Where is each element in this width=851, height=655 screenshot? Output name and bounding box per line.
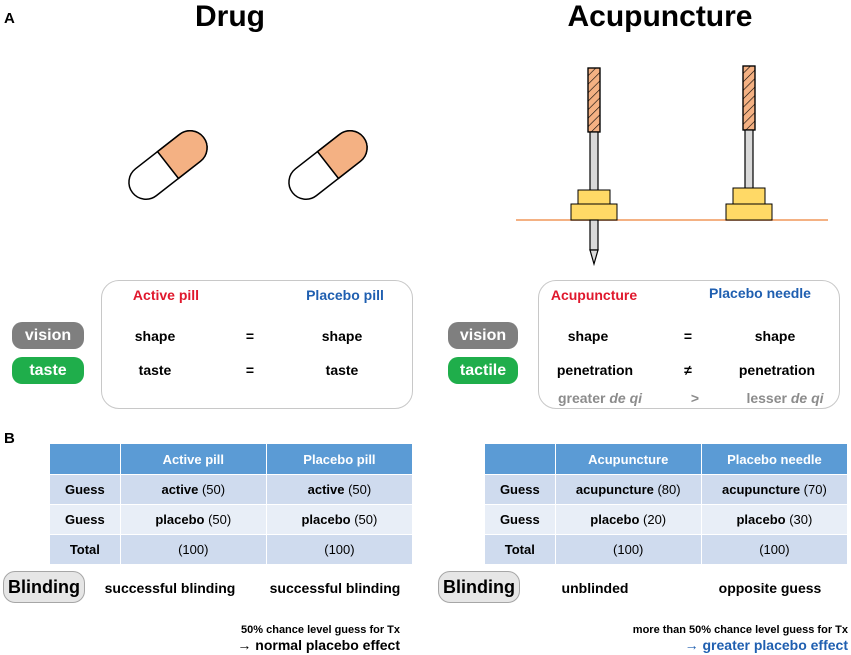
table-cell: (100) xyxy=(701,534,847,564)
drug-comparison-box xyxy=(101,280,413,409)
table-cell: (100) xyxy=(120,534,267,564)
table-cell: (100) xyxy=(266,534,412,564)
table-row: Guess active (50) active (50) xyxy=(50,474,412,505)
active-pill-label: Active pill xyxy=(132,287,200,303)
blinding-badge-acu: Blinding xyxy=(438,571,520,603)
acu-vision-right: shape xyxy=(754,328,796,344)
table-header: Acupuncture xyxy=(555,444,702,475)
row-label: Total xyxy=(50,534,121,564)
table-cell: placebo (30) xyxy=(701,504,847,535)
drug-vision-right: shape xyxy=(321,328,363,344)
vision-badge: vision xyxy=(12,322,84,349)
table-header: Placebo pill xyxy=(266,444,412,475)
placebo-needle-icon xyxy=(725,65,773,221)
row-label: Total xyxy=(485,534,556,564)
table-row: Guess placebo (50) placebo (50) xyxy=(50,504,412,535)
acu-tactile-left: penetration xyxy=(556,362,634,378)
acupuncture-guess-table: Acupuncture Placebo needle Guess acupunc… xyxy=(485,444,847,564)
drug-guess-table: Active pill Placebo pill Guess active (5… xyxy=(50,444,412,564)
greater-deqi: greater de qi xyxy=(557,390,643,406)
acu-tactile-op: ≠ xyxy=(684,362,692,378)
active-pill-icon xyxy=(128,130,208,200)
table-cell: placebo (50) xyxy=(266,504,412,535)
table-cell: placebo (50) xyxy=(120,504,267,535)
tactile-badge: tactile xyxy=(448,357,518,384)
table-header: Active pill xyxy=(120,444,267,475)
needles-illustration xyxy=(516,65,828,267)
placebo-pill-label: Placebo pill xyxy=(306,287,384,303)
drug-note-small: 50% chance level guess for Tx xyxy=(241,624,400,636)
table-row: Total (100) (100) xyxy=(485,534,847,564)
row-label: Guess xyxy=(50,474,121,505)
drug-blind-right: successful blinding xyxy=(269,580,401,596)
acu-tactile-right: penetration xyxy=(738,362,816,378)
acupuncture-label: Acupuncture xyxy=(550,287,638,303)
table-cell: placebo (20) xyxy=(555,504,702,535)
drug-vision-left: shape xyxy=(134,328,176,344)
drug-blind-left: successful blinding xyxy=(104,580,236,596)
vision-badge-acu: vision xyxy=(448,322,518,349)
table-header xyxy=(50,444,121,475)
drug-title: Drug xyxy=(195,0,265,33)
acupuncture-title: Acupuncture xyxy=(567,0,753,33)
drug-note-big: → normal placebo effect xyxy=(237,637,400,653)
acupuncture-comparison-box xyxy=(538,280,840,409)
placebo-needle-label: Placebo needle xyxy=(709,285,811,301)
table-cell: (100) xyxy=(555,534,702,564)
row-label: Guess xyxy=(50,504,121,535)
table-cell: active (50) xyxy=(266,474,412,505)
panel-label-b: B xyxy=(4,430,15,447)
table-cell: acupuncture (80) xyxy=(555,474,702,505)
acu-blind-left: unblinded xyxy=(561,580,629,596)
table-cell: acupuncture (70) xyxy=(701,474,847,505)
table-cell: active (50) xyxy=(120,474,267,505)
placebo-pill-icon xyxy=(288,130,368,200)
acu-blind-right: opposite guess xyxy=(718,580,822,596)
table-header xyxy=(485,444,556,475)
blinding-badge-drug: Blinding xyxy=(3,571,85,603)
table-row: Guess placebo (20) placebo (30) xyxy=(485,504,847,535)
taste-badge: taste xyxy=(12,357,84,384)
acupuncture-needle-icon xyxy=(570,67,618,267)
acu-vision-op: = xyxy=(683,328,693,344)
acu-note-small: more than 50% chance level guess for Tx xyxy=(632,624,848,636)
table-row: Guess acupuncture (80) acupuncture (70) xyxy=(485,474,847,505)
table-header: Placebo needle xyxy=(701,444,847,475)
acu-note-big: → greater placebo effect xyxy=(684,637,848,653)
row-label: Guess xyxy=(485,504,556,535)
acu-vision-left: shape xyxy=(567,328,609,344)
drug-taste-left: taste xyxy=(138,362,172,378)
panel-label-a: A xyxy=(4,10,15,27)
drug-taste-op: = xyxy=(245,362,255,378)
pills-illustration xyxy=(128,130,368,200)
table-row: Total (100) (100) xyxy=(50,534,412,564)
drug-taste-right: taste xyxy=(325,362,359,378)
lesser-deqi: lesser de qi xyxy=(746,390,824,406)
deqi-op: > xyxy=(690,390,700,406)
row-label: Guess xyxy=(485,474,556,505)
drug-vision-op: = xyxy=(245,328,255,344)
